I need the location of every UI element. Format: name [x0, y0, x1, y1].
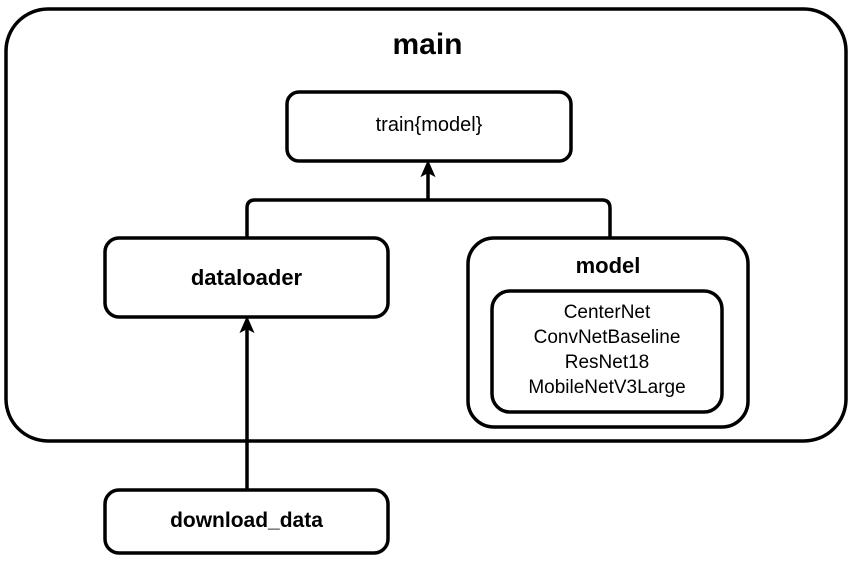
dataloader-node-label: dataloader — [190, 265, 303, 290]
arrowhead-to-train — [420, 159, 436, 178]
model-options-list: CenterNet ConvNetBaseline ResNet18 Mobil… — [492, 300, 722, 400]
arrowhead-to-dataloader — [239, 315, 255, 334]
model-option-item[interactable]: MobileNetV3Large — [528, 377, 686, 398]
model-option-item[interactable]: ResNet18 — [564, 352, 650, 373]
main-container-shape — [4, 7, 848, 443]
model-option-item[interactable]: ConvNetBaseline — [533, 327, 681, 348]
model-container-title: model — [575, 253, 641, 278]
train-node-shape[interactable] — [285, 90, 573, 163]
model-options-box-shape[interactable] — [490, 289, 724, 414]
bracket-connector — [245, 198, 612, 238]
main-container-title: main — [392, 28, 463, 61]
train-node-label: train{model} — [375, 114, 483, 136]
download-data-node-label: download_data — [170, 509, 323, 532]
model-option-item[interactable]: CenterNet — [563, 302, 651, 323]
model-container-shape[interactable] — [466, 236, 750, 429]
